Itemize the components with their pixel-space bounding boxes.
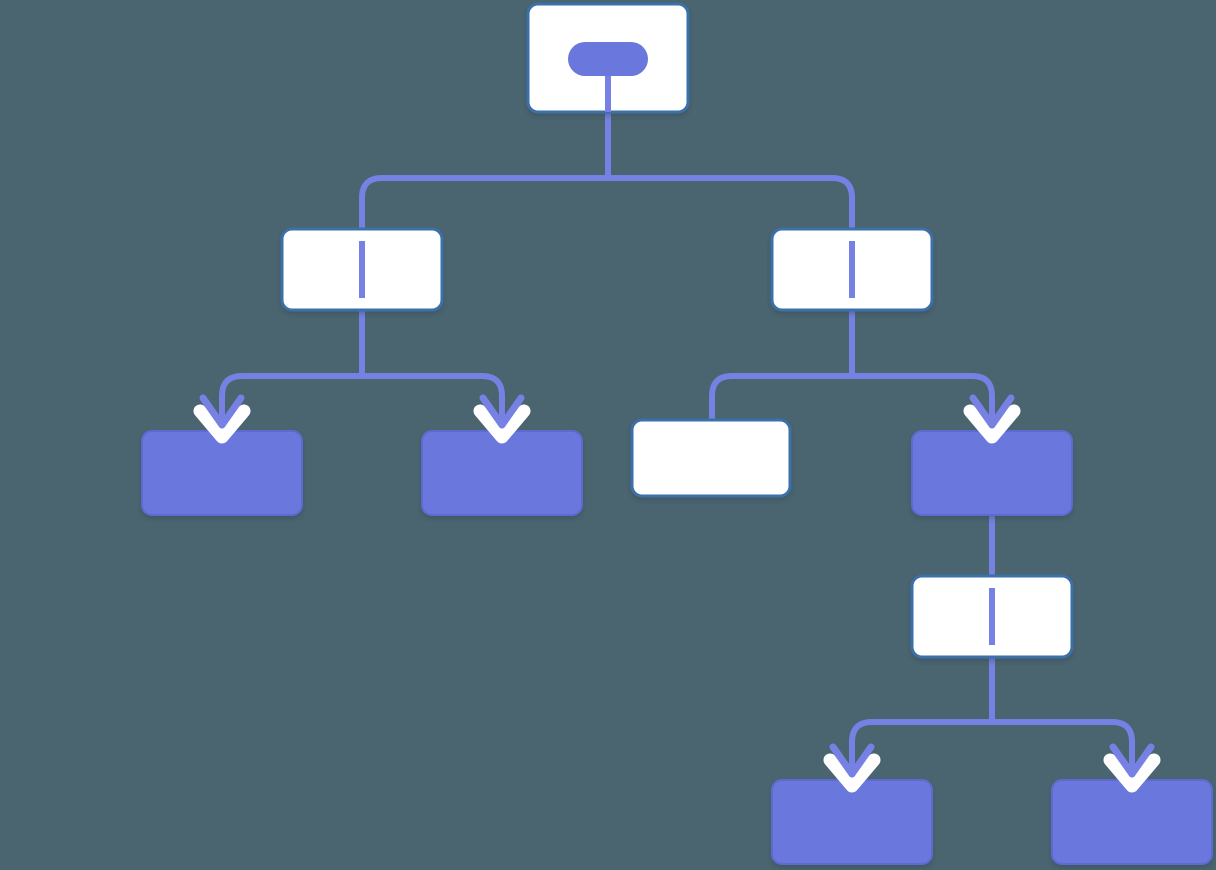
arrowhead-fill — [1109, 743, 1155, 778]
level2-right-node-through-line — [849, 241, 855, 298]
level5-right-node[interactable] — [1051, 779, 1213, 865]
arrowhead-edge-level2-left-to-node-a — [193, 394, 251, 444]
edge-edge-level4-to-level5-right[interactable] — [992, 719, 1135, 786]
arrowhead-outline — [963, 404, 1021, 444]
level3-node-c[interactable] — [630, 418, 792, 498]
root-node-pill-icon — [568, 42, 648, 76]
level2-left-node-through-line — [359, 241, 365, 298]
level4-node[interactable] — [910, 574, 1074, 659]
arrowhead-outline — [473, 404, 531, 444]
level3-node-b-shape[interactable] — [421, 430, 583, 516]
level3-node-d-shape[interactable] — [911, 430, 1073, 516]
node-layer — [141, 2, 1213, 865]
arrowhead-edge-level4-to-level5-right — [1103, 743, 1161, 793]
level3-node-d[interactable] — [911, 430, 1073, 516]
root-node[interactable] — [526, 2, 690, 114]
arrowhead-outline — [193, 404, 251, 444]
edge-edge-root-to-level2-right[interactable] — [608, 175, 855, 229]
edge-edge-level2-left-to-node-b[interactable] — [362, 373, 505, 437]
edge-edge-level2-right-to-node-d[interactable] — [852, 373, 995, 437]
edge-edge-level2-right-to-node-c[interactable] — [709, 373, 852, 420]
arrowhead-fill — [829, 743, 875, 778]
root-node-pill-stem — [605, 76, 611, 112]
level3-node-b[interactable] — [421, 430, 583, 516]
arrowhead-fill — [199, 394, 245, 429]
arrowhead-fill — [969, 394, 1015, 429]
arrowhead-outline — [1103, 753, 1161, 793]
level4-node-through-line — [989, 588, 995, 645]
edge-edge-level4-to-level5-left[interactable] — [849, 719, 992, 786]
level5-right-node-shape[interactable] — [1051, 779, 1213, 865]
arrow-layer — [193, 394, 1161, 793]
arrowhead-edge-level2-left-to-node-b — [473, 394, 531, 444]
level2-left-node[interactable] — [280, 227, 444, 312]
level2-right-node[interactable] — [770, 227, 934, 312]
level3-node-a-shape[interactable] — [141, 430, 303, 516]
level3-node-a[interactable] — [141, 430, 303, 516]
level3-node-c-shape[interactable] — [630, 418, 792, 498]
arrowhead-edge-level4-to-level5-left — [823, 743, 881, 793]
level5-left-node-shape[interactable] — [771, 779, 933, 865]
edge-edge-level2-left-to-node-a[interactable] — [219, 373, 362, 437]
level5-left-node[interactable] — [771, 779, 933, 865]
arrowhead-outline — [823, 753, 881, 793]
arrowhead-fill — [479, 394, 525, 429]
arrowhead-edge-level2-right-to-node-d — [963, 394, 1021, 444]
edge-edge-root-to-level2-left[interactable] — [359, 175, 608, 229]
